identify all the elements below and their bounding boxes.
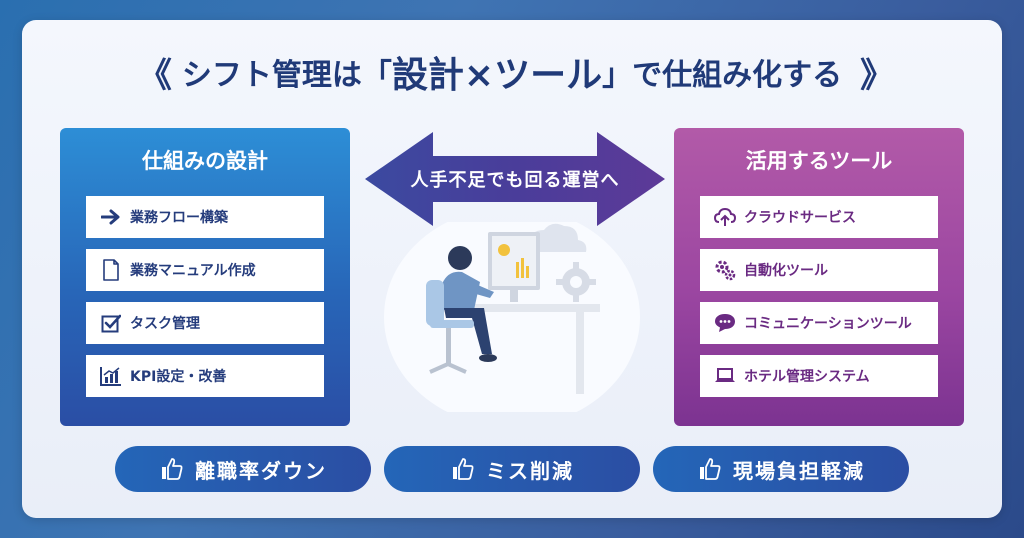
tools-item-list: クラウドサービス 自動化ツール コミュニケーションツール ホテル管理システム	[700, 196, 938, 408]
benefit-label: 現場負担軽減	[733, 458, 865, 483]
right-chevrons: 》	[860, 55, 894, 96]
benefit-label: ミス削減	[486, 458, 574, 483]
title-emphasis: 設計×ツール	[391, 55, 603, 96]
design-item-manual: 業務マニュアル作成	[86, 249, 324, 291]
thumbs-up-icon	[450, 456, 476, 482]
arrow-right-icon	[100, 206, 122, 228]
double-arrow	[365, 132, 665, 226]
tools-item-automation: 自動化ツール	[700, 249, 938, 291]
laptop-icon	[714, 365, 736, 387]
tools-item-cloud: クラウドサービス	[700, 196, 938, 238]
tools-item-label: 自動化ツール	[744, 263, 828, 279]
bar-chart-icon	[100, 365, 122, 387]
benefit-pill-turnover: 離職率ダウン	[115, 446, 371, 492]
design-item-label: 業務フロー構築	[130, 210, 228, 226]
arrow-label: 人手不足でも回る運営へ	[410, 170, 620, 191]
cloud-upload-icon	[714, 206, 736, 228]
checkbox-icon	[100, 312, 122, 334]
person	[442, 246, 497, 362]
chat-bubble-icon	[714, 312, 736, 334]
left-chevrons: 《	[137, 55, 172, 96]
design-item-list: 業務フロー構築 業務マニュアル作成 タスク管理 KPI設定・改善	[86, 196, 324, 408]
design-panel: 仕組みの設計 業務フロー構築 業務マニュアル作成 タスク管理 KPI設定・改善	[60, 128, 350, 426]
tools-item-communication: コミュニケーションツール	[700, 302, 938, 344]
tools-item-label: コミュニケーションツール	[744, 316, 912, 332]
gears-icon	[714, 259, 736, 281]
chair	[426, 280, 474, 374]
tools-panel-heading: 活用するツール	[745, 149, 893, 173]
title-suffix: 」で仕組み化する	[602, 58, 843, 93]
benefit-pill-workload: 現場負担軽減	[653, 446, 909, 492]
title-prefix: シフト管理は「	[181, 58, 392, 93]
thumbs-up-icon	[697, 456, 723, 482]
worker-illustration	[384, 222, 640, 412]
design-item-task: タスク管理	[86, 302, 324, 344]
monitor	[488, 232, 540, 302]
design-item-label: KPI設定・改善	[130, 369, 227, 385]
thumbs-up-icon	[159, 456, 185, 482]
tools-item-hotel-system: ホテル管理システム	[700, 355, 938, 397]
design-item-kpi: KPI設定・改善	[86, 355, 324, 397]
desk	[460, 304, 600, 312]
gear-icon	[556, 262, 596, 302]
tools-item-label: クラウドサービス	[744, 210, 856, 226]
design-item-workflow: 業務フロー構築	[86, 196, 324, 238]
benefit-pill-errors: ミス削減	[384, 446, 640, 492]
tools-item-label: ホテル管理システム	[744, 369, 870, 385]
design-panel-heading: 仕組みの設計	[142, 149, 268, 173]
design-item-label: タスク管理	[130, 316, 200, 332]
design-item-label: 業務マニュアル作成	[130, 263, 256, 279]
page-title: 《 シフト管理は「 設計×ツール 」で仕組み化する 》	[22, 46, 1002, 98]
benefit-label: 離職率ダウン	[195, 458, 327, 483]
document-icon	[100, 259, 122, 281]
tools-panel: 活用するツール クラウドサービス 自動化ツール コミュニケーションツール ホテル…	[674, 128, 964, 426]
